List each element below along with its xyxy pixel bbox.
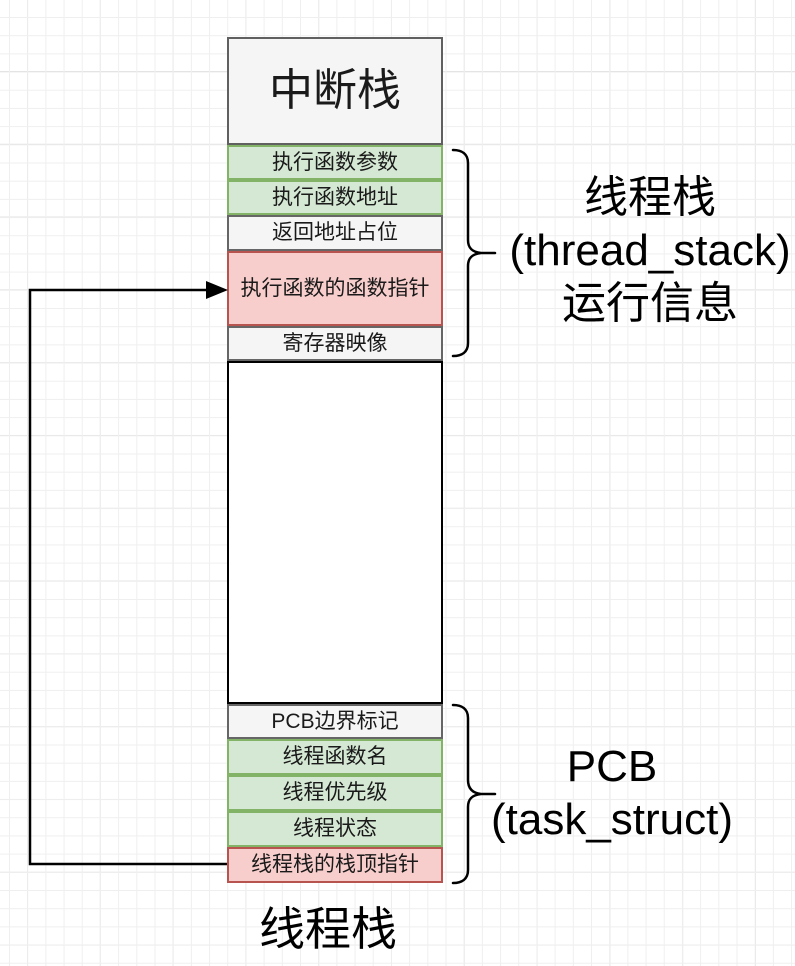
stack-row-label: 线程状态 [293, 817, 377, 841]
thread-stack-annotation: 线程栈 (thread_stack) 运行信息 [495, 171, 795, 330]
stack-row-label: 执行函数的函数指针 [240, 277, 430, 300]
stack-row-return-address-placeholder: 返回地址占位 [227, 215, 443, 251]
stack-row-register-image: 寄存器映像 [227, 326, 443, 361]
stack-row-label: 返回地址占位 [272, 221, 398, 245]
stack-row-label: 线程栈的栈顶指针 [251, 853, 419, 877]
thread-stack-brace-icon [451, 148, 497, 358]
stack-row-stack-top-pointer: 线程栈的栈顶指针 [227, 847, 443, 883]
thread-stack-annotation-line3: 运行信息 [562, 279, 738, 328]
pcb-annotation-line1: PCB [566, 742, 658, 791]
stack-row-label: 寄存器映像 [282, 331, 388, 355]
stack-row-exec-func-address: 执行函数地址 [227, 180, 443, 215]
arrowhead-icon [206, 281, 228, 299]
interrupt-stack-title: 中断栈 [269, 65, 401, 115]
stack-row-exec-func-params: 执行函数参数 [227, 145, 443, 180]
loop-arrow [28, 281, 228, 866]
pcb-annotation-line2: (task_struct) [490, 795, 734, 844]
stack-row-label: 执行函数参数 [272, 150, 398, 174]
stack-row-thread-func-name: 线程函数名 [227, 739, 443, 775]
thread-stack-annotation-line2: (thread_stack) [509, 226, 791, 275]
stack-row-label: 线程函数名 [282, 745, 388, 769]
thread-stack-annotation-line1: 线程栈 [584, 173, 716, 222]
stack-row-label: 线程优先级 [282, 781, 388, 805]
stack-row-thread-state: 线程状态 [227, 811, 443, 847]
stack-row-pcb-boundary-marker: PCB边界标记 [227, 704, 443, 739]
stack-row-thread-priority: 线程优先级 [227, 775, 443, 811]
stack-row-label: 执行函数地址 [272, 185, 398, 209]
pcb-annotation: PCB (task_struct) [462, 740, 762, 846]
stack-empty-region [227, 361, 443, 704]
stack-row-exec-func-pointer: 执行函数的函数指针 [227, 251, 443, 326]
stack-row-label: PCB边界标记 [271, 709, 399, 733]
thread-stack-caption: 线程栈 [259, 903, 397, 955]
interrupt-stack-header-cell: 中断栈 [227, 37, 443, 145]
